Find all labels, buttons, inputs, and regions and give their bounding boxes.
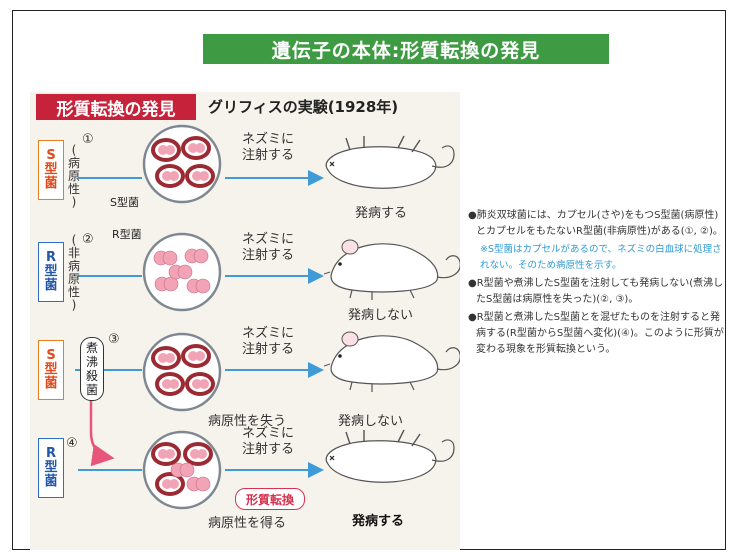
inject-text-3: ネズミに注射する — [242, 326, 295, 357]
non-pathogenic-note: (非病原性) — [67, 233, 80, 312]
result-4: 発病する — [352, 514, 405, 529]
pathogenic-note: (病原性) — [67, 143, 80, 209]
result-1: 発病する — [355, 206, 408, 221]
inject-text-1: ネズミに注射する — [242, 132, 295, 163]
culture-dish — [142, 124, 222, 204]
lose-pathogenicity-label: 病原性を失う — [208, 414, 287, 429]
note-3: ●R型菌と煮沸したS型菌とを混ぜたものを注射すると発病する(R型菌からS型菌へ変… — [468, 312, 724, 355]
inject-text-4: ネズミに注射する — [242, 426, 295, 457]
inject-text-2: ネズミに注射する — [242, 232, 295, 263]
explanation-notes: ●肺炎双球菌には、カプセル(さや)をもつS型菌(病原性)とカプセルをもたないR型… — [468, 208, 728, 360]
note-1-sub: ※S型菌はカプセルがあるので、ネズミの白血球に処理されない。そのため病原性を示す… — [480, 244, 722, 271]
r-strain-label: R型菌 — [112, 228, 142, 241]
boiled-sterilized-tag: 煮沸殺菌 — [80, 337, 104, 401]
row-number-2: ② — [82, 232, 94, 247]
figure-subtitle: グリフィスの実験(1928年) — [208, 98, 399, 116]
s-strain-label: S型菌 — [110, 196, 139, 209]
row-number-1: ① — [82, 132, 94, 147]
row-number-4: ④ — [66, 436, 78, 451]
slide-title: 遺伝子の本体:形質転換の発見 — [203, 34, 609, 64]
figure-drawing — [75, 124, 460, 510]
result-2: 発病しない — [348, 308, 414, 323]
result-3: 発病しない — [338, 414, 404, 429]
griffith-figure: 形質転換の発見 グリフィスの実験(1928年) — [30, 92, 460, 550]
note-1: ●肺炎双球菌には、カプセル(さや)をもつS型菌(病原性)とカプセルをもたないR型… — [468, 210, 723, 237]
row-number-3: ③ — [108, 332, 120, 347]
transformation-tag: 形質転換 — [235, 488, 305, 510]
figure-badge: 形質転換の発見 — [36, 94, 196, 120]
note-2: ●R型菌や煮沸したS型菌を注射しても発病しない(煮沸したS型菌は病原性を失った)… — [468, 278, 724, 305]
gain-pathogenicity-label: 病原性を得る — [208, 516, 287, 531]
